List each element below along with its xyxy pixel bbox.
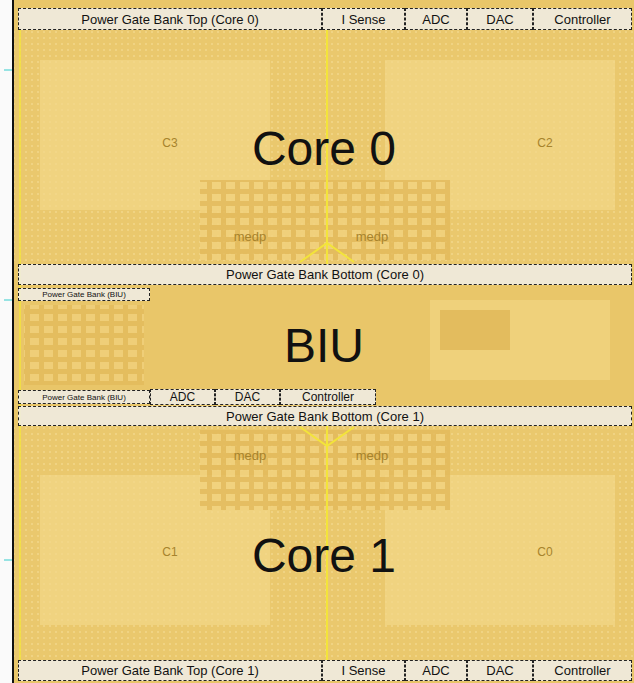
block-label: ADC — [422, 663, 449, 678]
block-band: Controller — [533, 660, 632, 681]
block-band: ADC — [405, 660, 467, 681]
block-band: DAC — [467, 660, 533, 681]
block-band: ADC — [150, 389, 215, 405]
block-band: ADC — [405, 8, 467, 30]
block-label: DAC — [486, 663, 513, 678]
die-marking: medp — [234, 448, 267, 463]
die-marking: medp — [356, 229, 389, 244]
block-label: Power Gate Bank (BIU) — [42, 290, 126, 299]
block-label: Controller — [554, 12, 610, 27]
die-marking: C1 — [162, 545, 177, 559]
block-band: Power Gate Bank Top (Core 1) — [18, 660, 322, 681]
block-band: Power Gate Bank (BIU) — [18, 288, 150, 301]
block-label: Power Gate Bank (BIU) — [42, 393, 126, 402]
block-label: ADC — [170, 390, 195, 404]
block-band: I Sense — [322, 660, 405, 681]
block-label: DAC — [486, 12, 513, 27]
block-label: Power Gate Bank Bottom (Core 1) — [226, 409, 424, 424]
block-label: ADC — [422, 12, 449, 27]
block-label: I Sense — [341, 12, 385, 27]
die-region: Core 1Power Gate Bank Bottom (Core 1)Pow… — [14, 405, 634, 683]
block-label: Power Gate Bank Top (Core 0) — [81, 12, 259, 27]
block-band: DAC — [215, 389, 280, 405]
die-region: BIU Power Gate Bank (BIU) Power Gate Bank … — [14, 286, 634, 405]
block-band: Power Gate Bank Bottom (Core 0) — [18, 264, 632, 285]
block-band: I Sense — [322, 8, 405, 30]
die-marking: C2 — [537, 136, 552, 150]
block-label: DAC — [235, 390, 260, 404]
block-label: I Sense — [341, 663, 385, 678]
die-marking: medp — [234, 229, 267, 244]
block-band: Power Gate Bank Top (Core 0) — [18, 8, 322, 30]
block-label: Controller — [554, 663, 610, 678]
block-band: Controller — [280, 389, 376, 405]
block-band: Controller — [533, 8, 632, 30]
die-marking: medp — [356, 448, 389, 463]
region-title: BIU — [14, 318, 634, 373]
block-label: Power Gate Bank Bottom (Core 0) — [226, 267, 424, 282]
block-band: DAC — [467, 8, 533, 30]
block-label: Power Gate Bank Top (Core 1) — [81, 663, 259, 678]
block-band: Power Gate Bank (BIU) — [18, 390, 150, 404]
die-marking: C3 — [162, 136, 177, 150]
die-marking: C0 — [537, 545, 552, 559]
block-band: Power Gate Bank Bottom (Core 1) — [18, 406, 632, 426]
block-label: Controller — [302, 390, 354, 404]
